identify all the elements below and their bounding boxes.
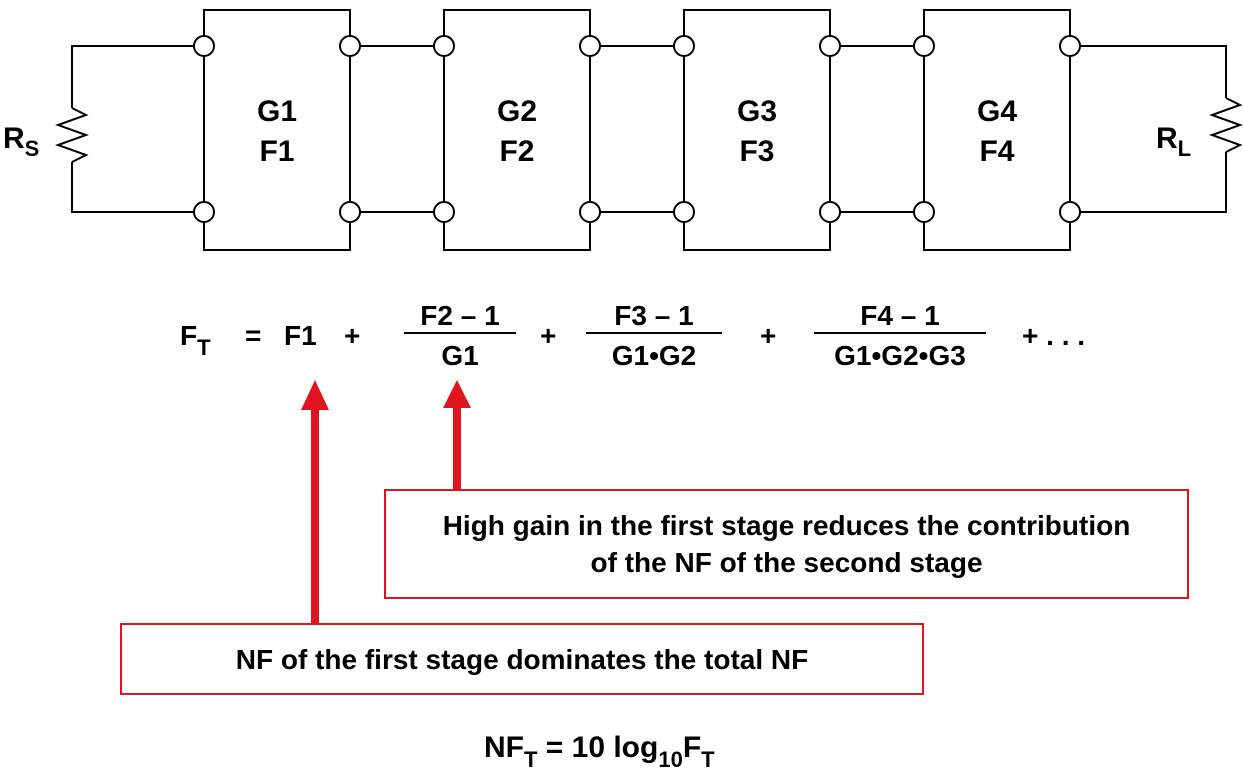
- source-resistor-label: RS: [3, 122, 40, 161]
- callout-second-stage-text: High gain in the first stage reduces the…: [442, 510, 1131, 578]
- terminal-node: [579, 201, 601, 223]
- callout-first-stage: NF of the first stage dominates the tota…: [120, 623, 924, 695]
- stage-noise-factor: F4: [979, 135, 1015, 168]
- stage-gain: G4: [976, 95, 1018, 128]
- fraction-term-3: F4 – 1 G1•G2•G3: [814, 300, 986, 372]
- terminal-node: [579, 35, 601, 57]
- stage-label-4: G4 F4: [924, 92, 1070, 172]
- load-resistor-zigzag: [1209, 97, 1243, 153]
- terminal-node: [339, 35, 361, 57]
- terminal-node: [433, 201, 455, 223]
- fraction-numerator: F3 – 1: [614, 300, 694, 331]
- equation-plus: +: [760, 320, 777, 351]
- callout-first-stage-text: NF of the first stage dominates the tota…: [235, 643, 809, 675]
- equation-first-term: F1: [284, 320, 317, 351]
- stage-box-1: [203, 9, 351, 251]
- fraction-denominator: G1: [404, 332, 516, 372]
- terminal-node: [339, 201, 361, 223]
- arrow-g1-shaft: [453, 404, 461, 490]
- stage-noise-factor: F3: [739, 135, 775, 168]
- equation-equals: =: [245, 320, 262, 351]
- arrow-f1-shaft: [311, 406, 319, 624]
- terminal-node: [819, 201, 841, 223]
- terminal-node: [433, 35, 455, 57]
- fraction-numerator: F2 – 1: [420, 300, 500, 331]
- equation-plus: +: [540, 320, 557, 351]
- stage-label-1: G1 F1: [204, 92, 350, 172]
- nf-total-formula: NFT = 10 log10FT: [484, 731, 715, 772]
- fraction-numerator: F4 – 1: [860, 300, 940, 331]
- stage-gain: G1: [256, 95, 298, 128]
- source-resistor-zigzag: [55, 107, 89, 163]
- stage-gain: G2: [496, 95, 538, 128]
- source-top-wire: [71, 45, 204, 108]
- arrow-f1-head: [301, 380, 329, 410]
- load-bottom-wire: [1070, 152, 1227, 213]
- fraction-denominator: G1•G2: [586, 332, 722, 372]
- arrow-g1-head: [443, 380, 471, 408]
- load-top-wire: [1070, 45, 1227, 98]
- terminal-node: [673, 35, 695, 57]
- stage-label-2: G2 F2: [444, 92, 590, 172]
- stage-box-3: [683, 9, 831, 251]
- callout-second-stage: High gain in the first stage reduces the…: [384, 489, 1189, 599]
- terminal-node: [1059, 201, 1081, 223]
- equation-lhs: FT: [180, 320, 211, 360]
- stage-noise-factor: F1: [259, 135, 295, 168]
- load-resistor-label: RL: [1156, 122, 1192, 161]
- terminal-node: [673, 201, 695, 223]
- stage-label-3: G3 F3: [684, 92, 830, 172]
- equation-tail: + . . .: [1022, 320, 1086, 351]
- terminal-node: [193, 201, 215, 223]
- fraction-term-1: F2 – 1 G1: [404, 300, 516, 372]
- terminal-node: [1059, 35, 1081, 57]
- stage-box-2: [443, 9, 591, 251]
- stage-gain: G3: [736, 95, 778, 128]
- terminal-node: [819, 35, 841, 57]
- source-bottom-wire: [71, 162, 204, 213]
- terminal-node: [913, 201, 935, 223]
- fraction-denominator: G1•G2•G3: [814, 332, 986, 372]
- stage-box-4: [923, 9, 1071, 251]
- terminal-node: [913, 35, 935, 57]
- fraction-term-2: F3 – 1 G1•G2: [586, 300, 722, 372]
- terminal-node: [193, 35, 215, 57]
- equation-plus: +: [344, 320, 361, 351]
- stage-noise-factor: F2: [499, 135, 535, 168]
